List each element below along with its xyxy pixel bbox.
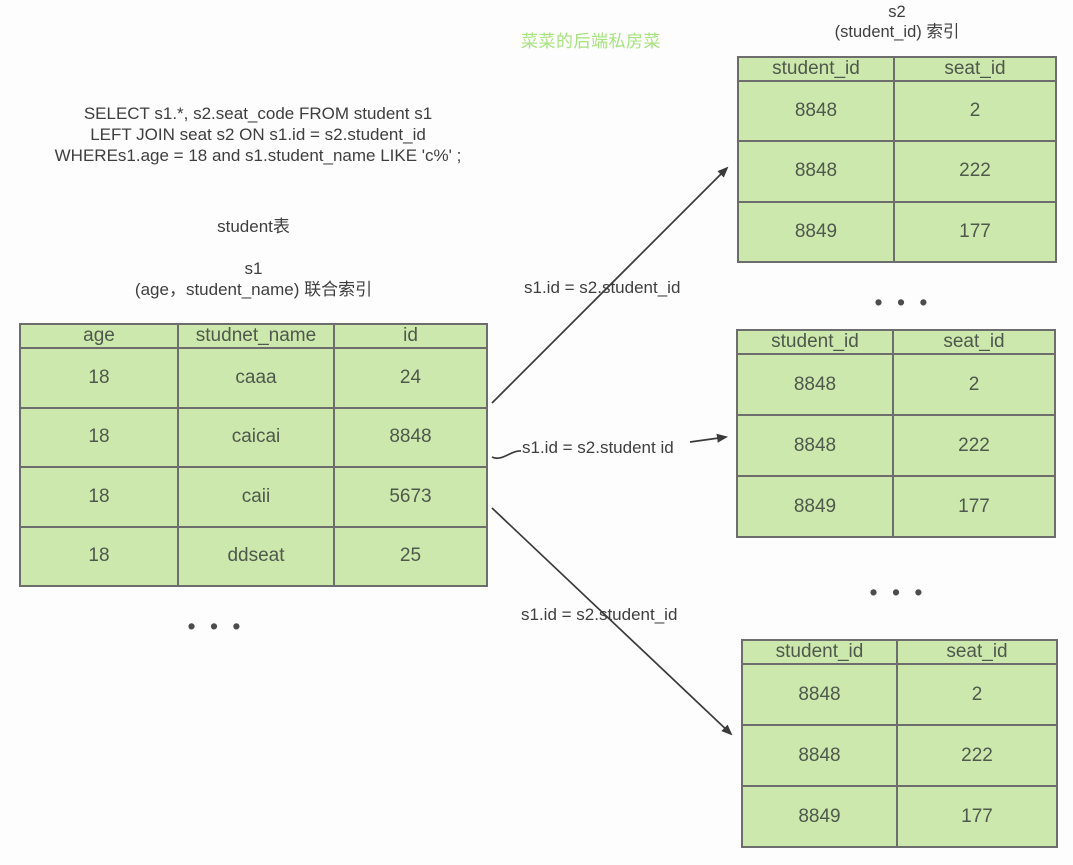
join-label-1: s1.id = s2.student_id — [524, 278, 681, 297]
join-label-3: s1.id = s2.student_id — [521, 605, 678, 624]
table-cell: 2 — [896, 663, 1058, 726]
watermark-text: 菜菜的后端私房菜 — [521, 32, 661, 51]
student-header-name: studnet_name — [177, 323, 335, 349]
table-row: 8849 177 — [741, 785, 1058, 848]
seat-index-table-3: student_id seat_id 8848 2 8848 222 8849 … — [741, 639, 1058, 848]
table-row: 18 ddseat 25 — [19, 525, 488, 587]
table-row: 8848 222 — [736, 414, 1056, 477]
table-row: 18 caaa 24 — [19, 347, 488, 409]
sql-line-2: LEFT JOIN seat s2 ON s1.id = s2.student_… — [90, 125, 426, 144]
student-table-caption: student表 — [217, 217, 290, 236]
table-cell: 25 — [333, 525, 488, 587]
table-cell: 8848 — [736, 353, 894, 416]
table-cell: 2 — [892, 353, 1056, 416]
seat-header-student-id: student_id — [736, 329, 894, 355]
table-cell: 177 — [892, 475, 1056, 538]
table-row: 18 caicai 8848 — [19, 406, 488, 468]
table-cell: 8849 — [741, 785, 898, 848]
table-cell: 8848 — [741, 663, 898, 726]
table-cell: ddseat — [177, 525, 335, 587]
student-header-age: age — [19, 323, 179, 349]
table-cell: 8848 — [737, 79, 895, 143]
sql-query: SELECT s1.*, s2.seat_code FROM student s… — [19, 103, 497, 166]
table-cell: 177 — [896, 785, 1058, 848]
table-cell: 177 — [893, 200, 1057, 264]
table-cell: 8849 — [736, 475, 894, 538]
join-arrow-2-tail — [491, 450, 522, 459]
seat-header-seat-id: seat_id — [892, 329, 1056, 355]
table-row: 8848 2 — [736, 353, 1056, 416]
seat-header-student-id: student_id — [737, 56, 895, 82]
join-label-2: s1.id = s2.student id — [522, 438, 674, 457]
table-cell: caii — [177, 466, 335, 528]
seat-index-table-2: student_id seat_id 8848 2 8848 222 8849 … — [736, 329, 1056, 538]
table-cell: caaa — [177, 347, 335, 409]
table-row: 18 caii 5673 — [19, 466, 488, 528]
table-row: 8848 222 — [741, 724, 1058, 787]
student-table: age studnet_name id 18 caaa 24 18 caicai… — [19, 323, 488, 587]
table-cell: 5673 — [333, 466, 488, 528]
seat-index-caption: s2 (student_id) 索引 — [737, 2, 1057, 42]
table-row: 8848 222 — [737, 140, 1057, 203]
seat-header-student-id: student_id — [741, 639, 898, 665]
student-header-id: id — [333, 323, 488, 349]
table-cell: 8848 — [736, 414, 894, 477]
table-cell: 24 — [333, 347, 488, 409]
table-row: 8848 2 — [741, 663, 1058, 726]
seat-index-table-1: student_id seat_id 8848 2 8848 222 8849 … — [737, 56, 1057, 264]
seat-table-header-row: student_id seat_id — [741, 639, 1058, 665]
sql-line-3: WHEREs1.age = 18 and s1.student_name LIK… — [54, 146, 462, 165]
table-cell: 222 — [892, 414, 1056, 477]
table-cell: 222 — [896, 724, 1058, 787]
seat-index-caption-line2: (student_id) 索引 — [834, 23, 960, 41]
table-cell: 18 — [19, 466, 179, 528]
sql-line-1: SELECT s1.*, s2.seat_code FROM student s… — [83, 104, 433, 123]
table-cell: 18 — [19, 347, 179, 409]
student-table-ellipsis: • • • — [187, 613, 245, 639]
student-index-caption-line1: s1 — [244, 259, 263, 278]
table-cell: 8848 — [737, 140, 895, 203]
table-cell: caicai — [177, 406, 335, 468]
seat-header-seat-id: seat_id — [893, 56, 1057, 82]
seat-index-ellipsis-2: • • • — [869, 579, 927, 605]
student-table-header-row: age studnet_name id — [19, 323, 488, 349]
table-cell: 8848 — [741, 724, 898, 787]
table-cell: 8849 — [737, 200, 895, 264]
table-row: 8848 2 — [737, 79, 1057, 143]
table-row: 8849 177 — [736, 475, 1056, 538]
table-cell: 18 — [19, 406, 179, 468]
seat-index-caption-line1: s2 — [888, 3, 906, 21]
seat-index-ellipsis-1: • • • — [874, 289, 932, 315]
table-cell: 8848 — [333, 406, 488, 468]
student-index-caption-line2: (age，student_name) 联合索引 — [134, 280, 373, 299]
table-cell: 222 — [893, 140, 1057, 203]
seat-table-header-row: student_id seat_id — [737, 56, 1057, 82]
seat-table-header-row: student_id seat_id — [736, 329, 1056, 355]
student-index-caption: s1 (age，student_name) 联合索引 — [19, 258, 488, 300]
join-arrow-2 — [689, 433, 728, 443]
seat-header-seat-id: seat_id — [896, 639, 1058, 665]
table-cell: 2 — [893, 79, 1057, 143]
table-row: 8849 177 — [737, 200, 1057, 264]
table-cell: 18 — [19, 525, 179, 587]
